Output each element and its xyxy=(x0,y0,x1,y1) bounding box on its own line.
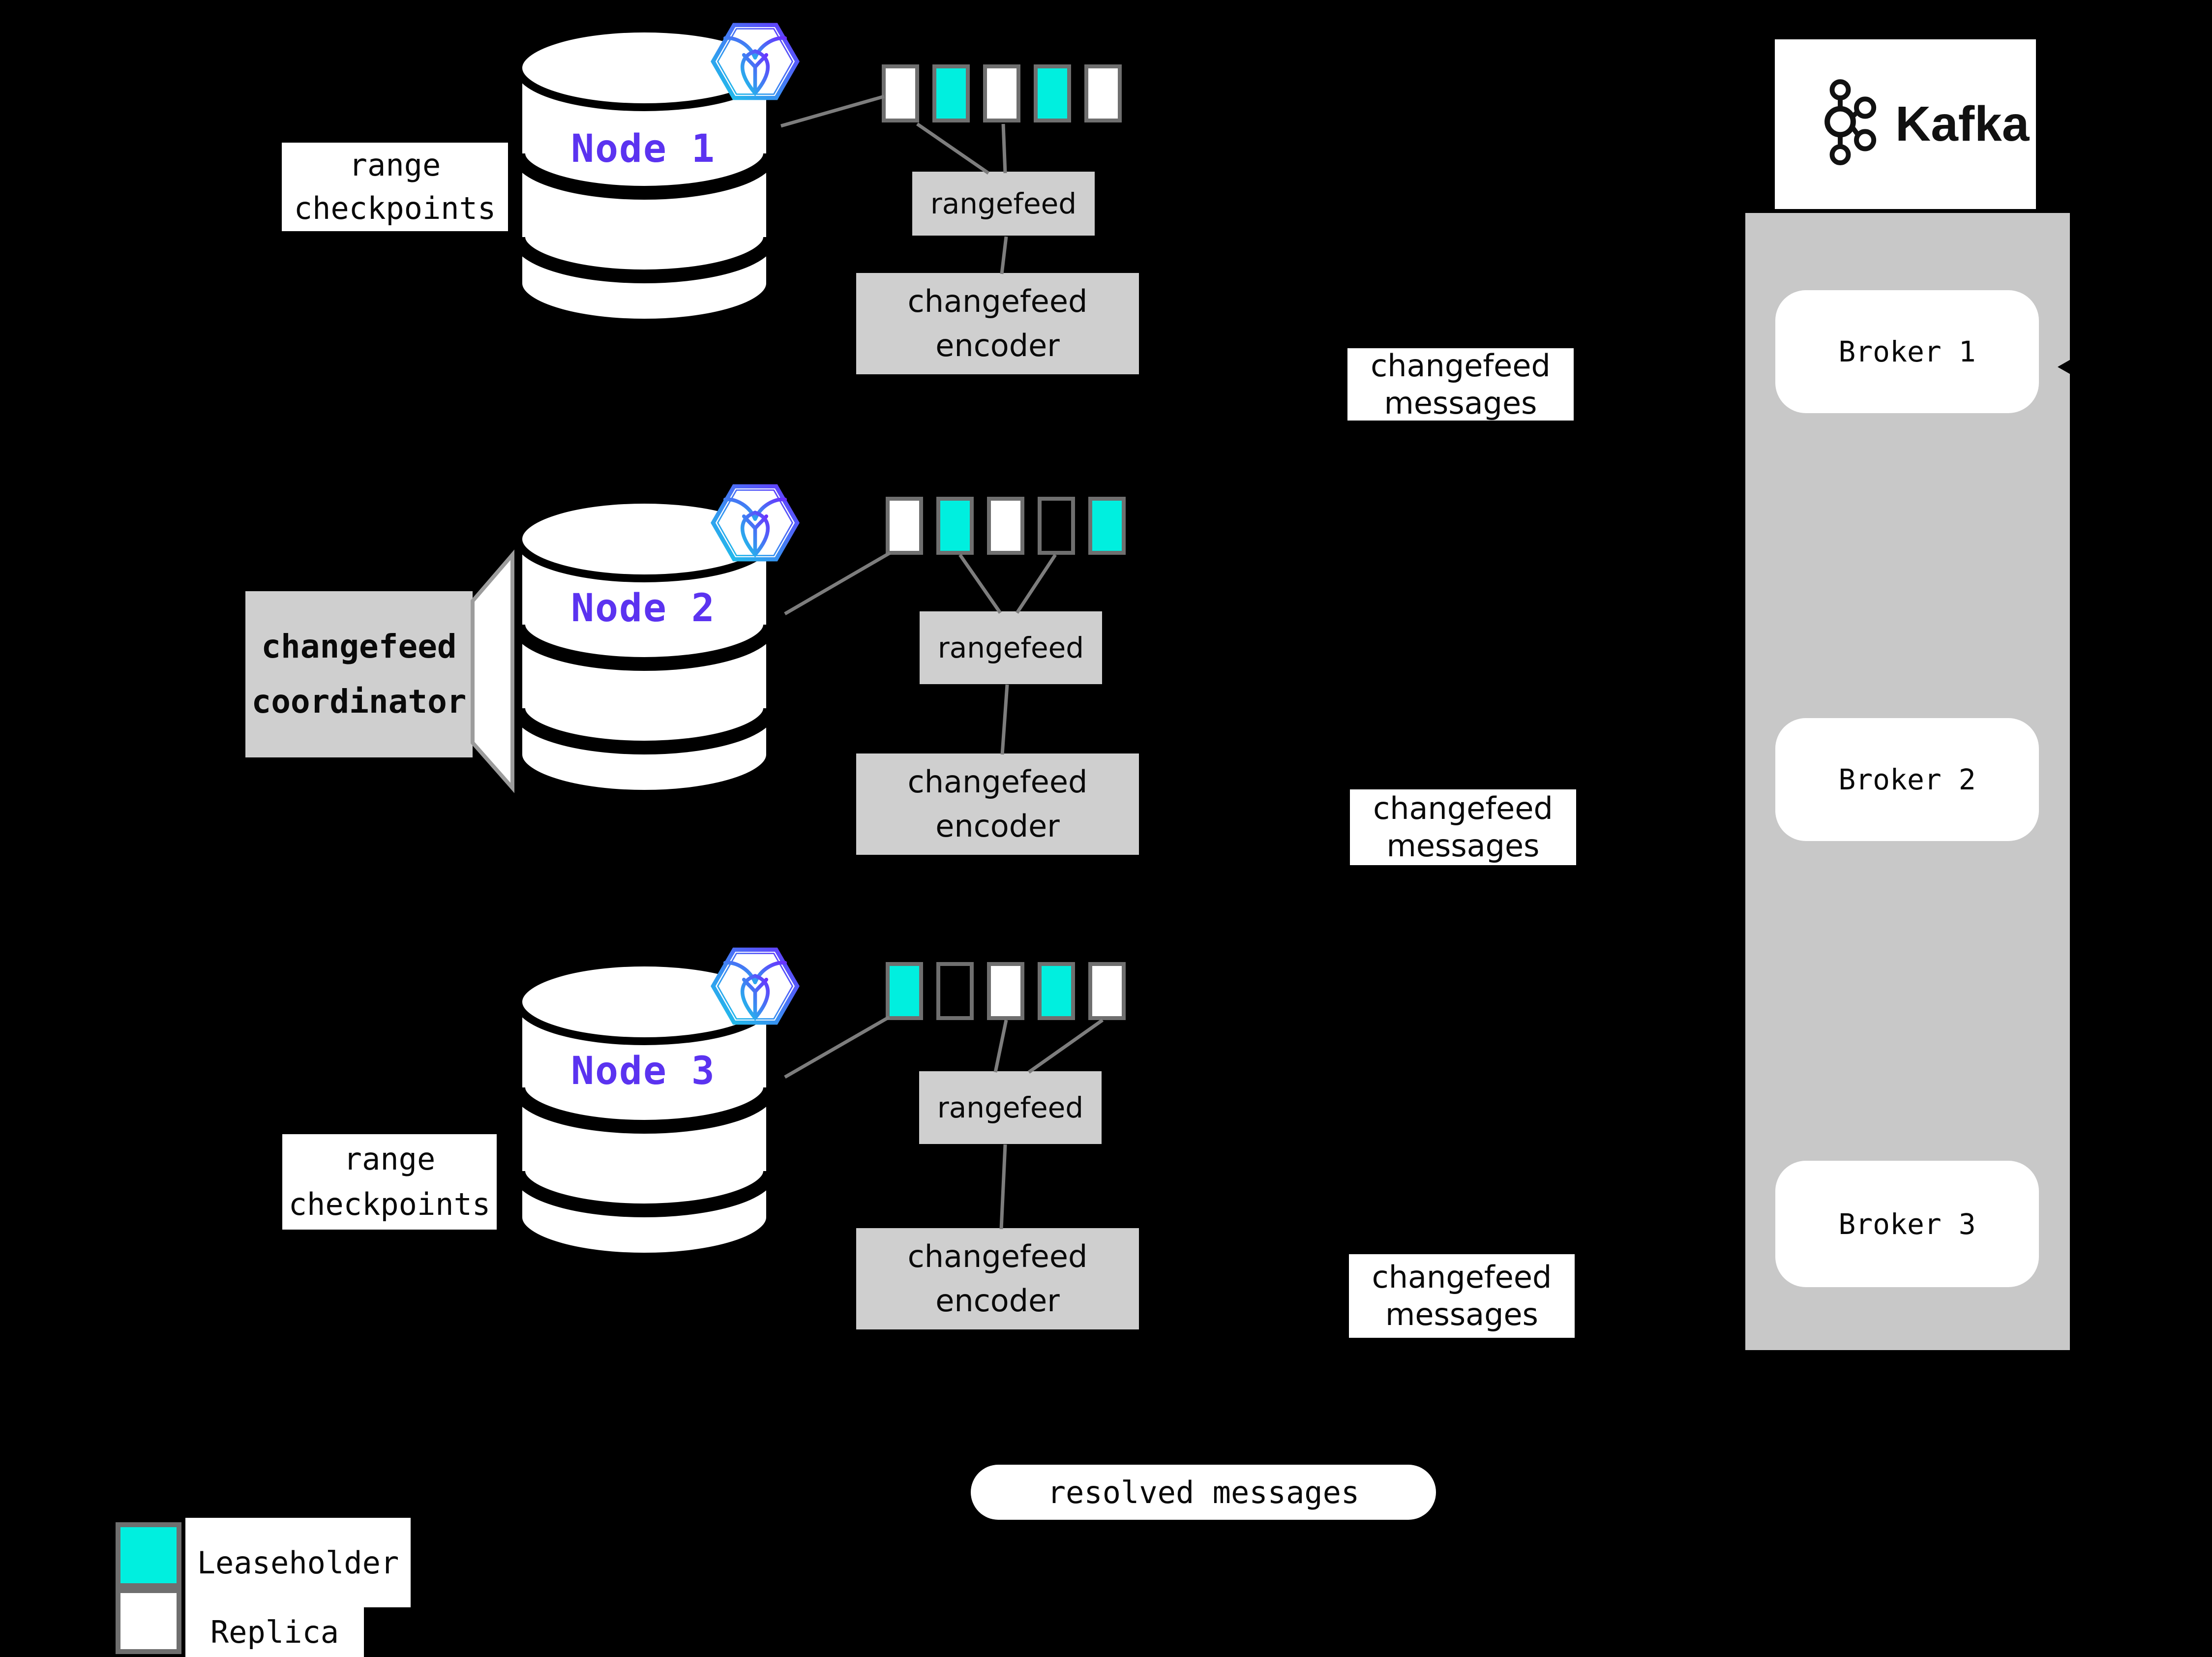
changefeed-messages-label: changefeed messages xyxy=(1347,348,1574,421)
cockroachdb-logo-icon xyxy=(711,23,800,100)
node1-label: Node 1 xyxy=(571,127,716,171)
rangefeed-box: rangefeed xyxy=(920,611,1102,684)
rangefeed-box: rangefeed xyxy=(919,1071,1102,1144)
changefeed-coordinator-label: changefeed coordinator xyxy=(245,591,473,757)
range-cell xyxy=(936,962,974,1020)
coordinator-ribbon xyxy=(471,549,514,793)
range-cell xyxy=(983,64,1020,122)
range-cell xyxy=(987,962,1024,1020)
rangefeed-box: rangefeed xyxy=(912,172,1095,236)
node2-database-cylinder-icon xyxy=(511,496,777,798)
range-cell xyxy=(1084,64,1122,122)
range-cell xyxy=(1038,962,1075,1020)
node2-label: Node 2 xyxy=(571,586,716,631)
broker-card: Broker 1 xyxy=(1775,290,2039,413)
messages-line2: messages xyxy=(1385,1296,1538,1332)
encoder-line2: encoder xyxy=(935,328,1060,363)
range-checkpoints-line2: checkpoints xyxy=(294,190,496,226)
changefeed-encoder-box: changefeed encoder xyxy=(856,1228,1139,1329)
node1-database-cylinder-icon xyxy=(511,25,777,327)
cockroachdb-logo-icon xyxy=(711,484,800,562)
cockroachdb-logo-icon xyxy=(711,947,800,1025)
changefeed-messages-label: changefeed messages xyxy=(1349,1254,1575,1338)
range-checkpoints-label: range checkpoints xyxy=(282,1134,497,1230)
node2-ranges-row xyxy=(886,497,1126,555)
range-cell xyxy=(1038,497,1075,555)
messages-line2: messages xyxy=(1386,828,1540,864)
range-cell xyxy=(1088,497,1126,555)
range-checkpoints-line1: range xyxy=(349,147,441,183)
node3-label: Node 3 xyxy=(571,1049,716,1093)
range-checkpoints-line1: range xyxy=(343,1141,436,1177)
range-cell xyxy=(886,962,923,1020)
kafka-logo: Kafka xyxy=(1775,39,2036,209)
range-cell xyxy=(1088,962,1126,1020)
changefeed-messages-label: changefeed messages xyxy=(1350,789,1576,865)
encoder-line1: changefeed xyxy=(907,1238,1088,1274)
messages-line1: changefeed xyxy=(1373,790,1553,826)
encoder-line1: changefeed xyxy=(907,764,1088,800)
encoder-line2: encoder xyxy=(935,808,1060,844)
coordinator-line2: coordinator xyxy=(251,683,467,721)
encoder-line1: changefeed xyxy=(907,283,1088,319)
range-checkpoints-label: range checkpoints xyxy=(282,143,508,231)
range-checkpoints-line2: checkpoints xyxy=(288,1186,491,1222)
legend-label-replica: Replica xyxy=(185,1607,364,1657)
legend-swatch-leaseholder xyxy=(116,1522,181,1588)
changefeed-encoder-box: changefeed encoder xyxy=(856,273,1139,374)
range-cell xyxy=(987,497,1024,555)
legend-label-leaseholder: Leaseholder xyxy=(185,1518,411,1607)
messages-line2: messages xyxy=(1384,385,1537,421)
kafka-brand-text: Kafka xyxy=(1895,96,2030,151)
messages-line1: changefeed xyxy=(1371,347,1551,384)
changefeed-encoder-box: changefeed encoder xyxy=(856,753,1139,855)
coordinator-line1: changefeed xyxy=(261,628,457,665)
range-cell xyxy=(1034,64,1071,122)
range-cell xyxy=(882,64,919,122)
encoder-line2: encoder xyxy=(935,1283,1060,1319)
messages-line1: changefeed xyxy=(1372,1259,1552,1295)
broker-card: Broker 3 xyxy=(1775,1161,2039,1287)
node3-database-cylinder-icon xyxy=(511,959,777,1261)
range-cell xyxy=(932,64,970,122)
node3-ranges-row xyxy=(886,962,1126,1020)
range-cell xyxy=(936,497,974,555)
broker-card: Broker 2 xyxy=(1775,718,2039,841)
legend-swatch-replica xyxy=(116,1588,181,1654)
range-cell xyxy=(886,497,923,555)
node1-ranges-row xyxy=(882,64,1122,122)
resolved-messages-pill: resolved messages xyxy=(971,1465,1436,1520)
kafka-logo-icon xyxy=(1824,79,1877,165)
